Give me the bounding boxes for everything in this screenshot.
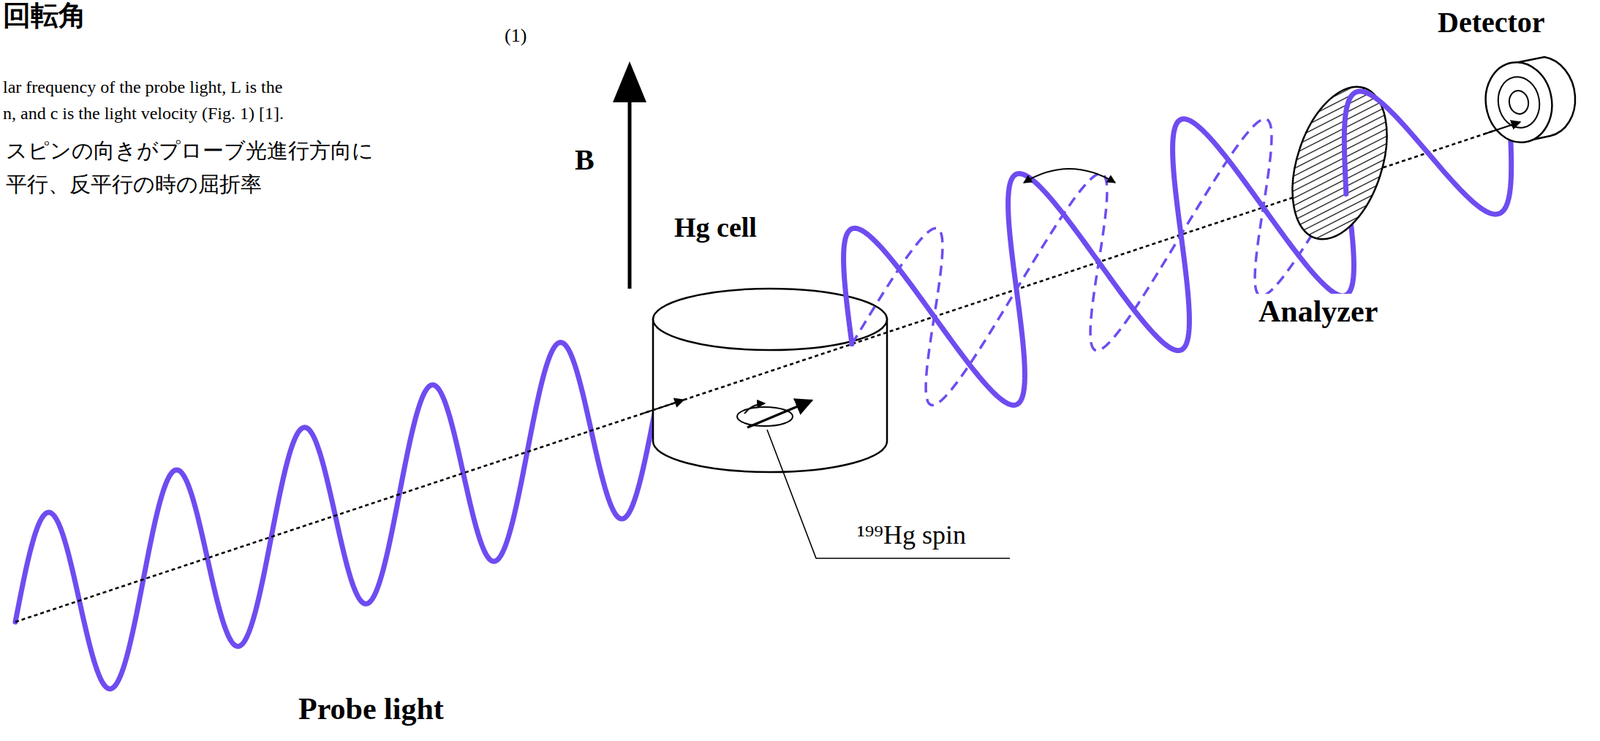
body-text: lar frequency of the probe light, L is t… [2,77,283,98]
field-arrow [628,95,632,289]
rotated-wave [851,119,1329,406]
note-text: スピンの向きがプローブ光進行方向に [5,138,374,164]
leader-line [767,429,1010,559]
spin-label: ¹⁹⁹Hg spin [857,520,966,551]
analyzer [1274,74,1405,251]
analyzer-label: Analyzer [1256,293,1380,330]
note-text: 平行、反平行の時の屈折率 [5,172,262,197]
hg-cell [653,288,888,473]
cell-label: Hg cell [674,212,757,245]
probe-label: Probe light [296,691,447,727]
field-label: B [574,143,595,177]
beam-arrow [643,400,684,414]
detector [1479,57,1576,148]
probe-wave [15,313,678,690]
body-text: n, and c is the light velocity (Fig. 1) … [2,103,284,125]
spin-symbol [737,400,812,428]
section-title: 回転角 [2,0,87,33]
field-arrowhead [612,61,647,103]
detector-label: Detector [1437,5,1546,40]
equation-number: (1) [504,24,527,47]
beam-arrow [1484,122,1521,134]
transmitted-wave [843,119,1355,406]
rotation-arrow [1023,168,1116,183]
